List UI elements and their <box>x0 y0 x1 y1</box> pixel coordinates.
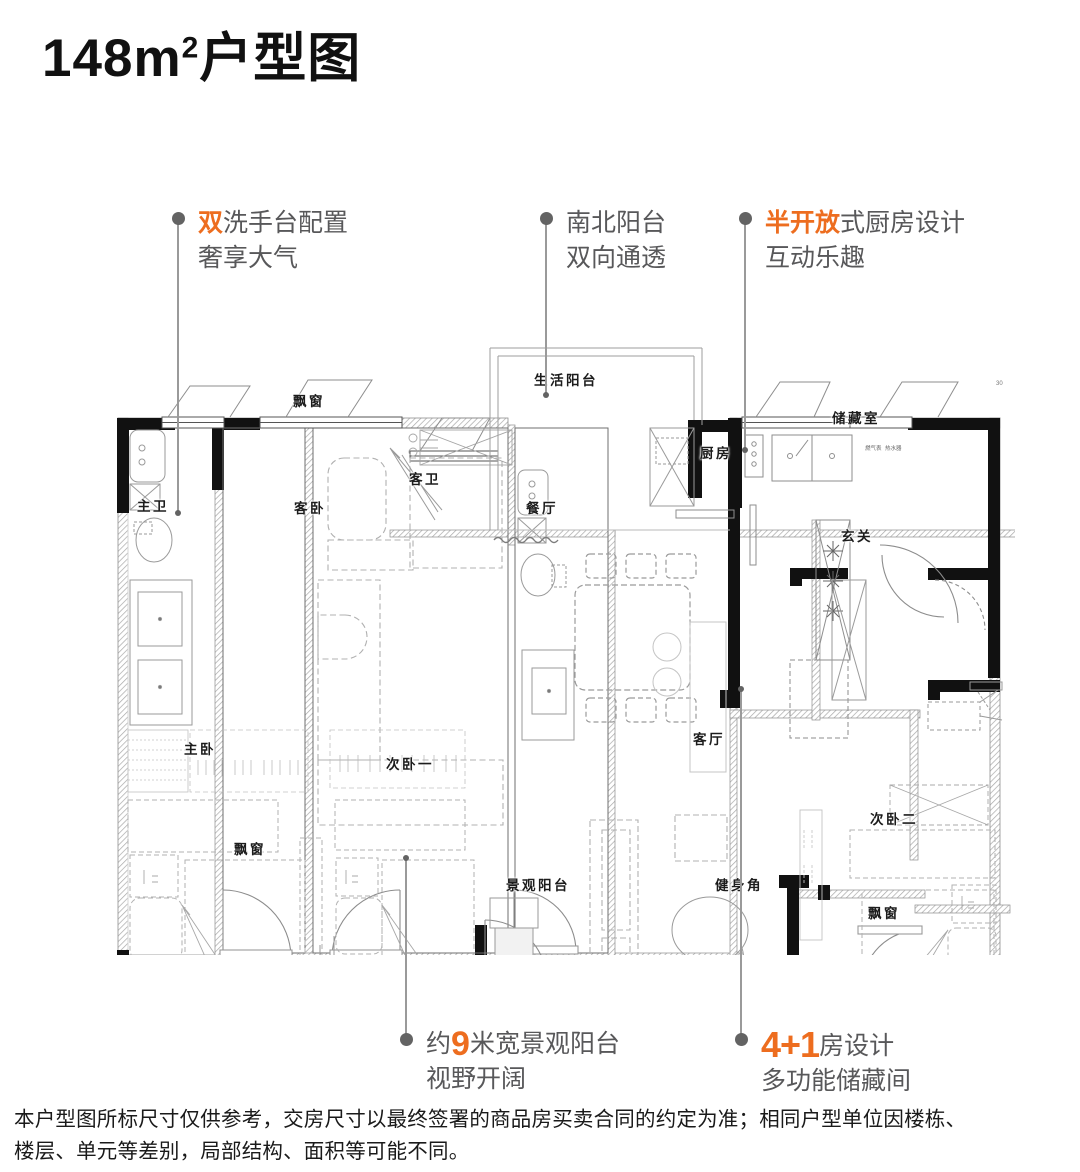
room-label-bay-window-3: 飘窗 <box>868 906 900 921</box>
leader-line-four-plus-one <box>740 690 742 1040</box>
callout-line2: 视野开阔 <box>426 1064 527 1093</box>
leader-endpoint-nine-meter-balcony <box>403 855 409 861</box>
callout-line1: 南北阳台 <box>566 209 667 237</box>
room-label-bay-window-1: 飘窗 <box>293 394 325 409</box>
title-suffix: 户型图 <box>199 29 362 88</box>
disclaimer-text: 本户型图所标尺寸仅供参考，交房尺寸以最终签署的商品房买卖合同的约定为准；相同户型… <box>14 1104 1070 1168</box>
callout-line2: 互动乐趣 <box>765 243 866 272</box>
room-label-master-bedroom: 主卧 <box>184 742 216 757</box>
room-label-master-bathroom: 主卫 <box>137 499 169 514</box>
svg-text:燃气表: 燃气表 <box>865 444 882 452</box>
callout-line1: 双洗手台配置 <box>198 209 349 237</box>
page-title: 148m2户型图 <box>42 29 362 88</box>
callout-line1: 约9米宽景观阳台 <box>426 1025 620 1063</box>
room-label-storage-room: 储藏室 <box>832 411 880 426</box>
callout-dot <box>400 1033 413 1046</box>
title-unit: m <box>133 29 182 88</box>
leader-line-dual-washbasin <box>177 222 179 513</box>
disclaimer-line-1: 本户型图所标尺寸仅供参考，交房尺寸以最终签署的商品房买卖合同的约定为准；相同户型… <box>14 1108 967 1131</box>
room-label-life-balcony: 生活阳台 <box>534 373 598 388</box>
title-superscript: 2 <box>181 31 200 65</box>
callout-line2: 多功能储藏间 <box>761 1066 912 1095</box>
leader-line-semi-open-kitchen <box>744 222 746 450</box>
floorplan-drawing: 燃气表 热水器 <box>90 330 1015 955</box>
leader-endpoint-semi-open-kitchen <box>742 447 748 453</box>
leader-endpoint-north-south-balcony <box>543 392 549 398</box>
callout-dot <box>540 212 553 225</box>
room-label-dining-room: 餐厅 <box>526 501 558 516</box>
room-label-guest-bathroom: 客卫 <box>409 472 441 487</box>
room-label-kitchen: 厨房 <box>700 446 732 461</box>
callout-line1: 4+1房设计 <box>761 1024 895 1065</box>
callout-line2: 双向通透 <box>566 243 667 272</box>
room-label-fitness-corner: 健身角 <box>715 878 763 893</box>
svg-text:热水器: 热水器 <box>885 444 902 452</box>
room-label-guest-bedroom: 客卧 <box>294 501 326 516</box>
callout-dot <box>739 212 752 225</box>
room-label-bedroom-two: 次卧一 <box>386 757 434 772</box>
room-label-bedroom-three: 次卧二 <box>870 812 918 827</box>
leader-endpoint-four-plus-one <box>738 686 744 692</box>
room-label-landscape-balcony: 景观阳台 <box>506 878 570 893</box>
room-label-entry-hall: 玄关 <box>841 529 873 544</box>
room-label-living-room: 客厅 <box>693 732 725 747</box>
leader-line-nine-meter-balcony <box>405 860 407 1040</box>
callout-dot <box>735 1033 748 1046</box>
title-number: 148 <box>42 29 134 88</box>
callout-dot <box>172 212 185 225</box>
callout-line1: 半开放式厨房设计 <box>765 209 966 237</box>
callout-line2: 奢享大气 <box>198 243 299 272</box>
svg-text:30: 30 <box>996 381 1003 387</box>
leader-endpoint-dual-washbasin <box>175 510 181 516</box>
disclaimer-line-2: 楼层、单元等差别，局部结构、面积等可能不同。 <box>14 1139 470 1163</box>
leader-line-north-south-balcony <box>545 222 547 395</box>
room-label-bay-window-2: 飘窗 <box>234 842 266 857</box>
